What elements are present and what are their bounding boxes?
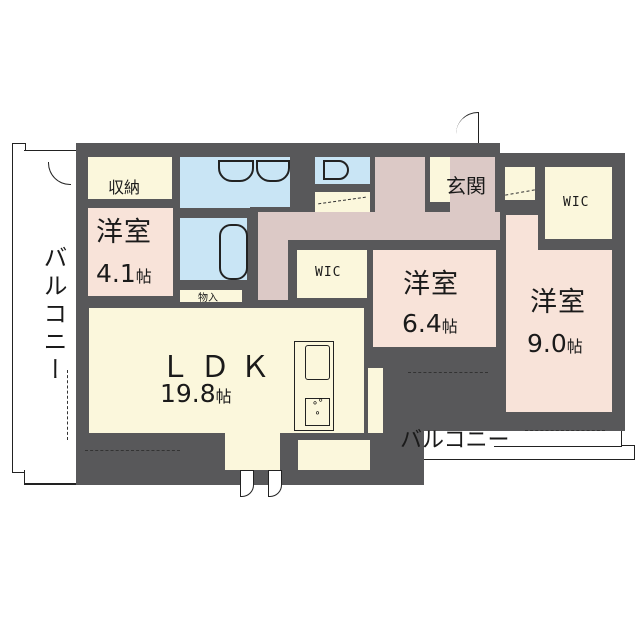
bedroom-large [506,250,612,412]
hallway-upper [375,157,425,217]
ldk-size: 19.8帖 [160,380,232,411]
closet-small-label: 物入 [198,293,218,304]
stove-icon: ∘°∘ [305,398,330,426]
washbasin-icon [218,160,254,182]
bedroom-small-label: 洋室 [96,217,152,248]
kitchen-storage [298,440,370,470]
shoe-storage [430,157,450,202]
size-unit: 帖 [566,337,583,356]
wic-right-label: WIC [563,195,590,210]
size-value: 6.4 [402,309,442,338]
kitchen-side [368,368,383,433]
ldk-door[interactable] [240,470,254,497]
sliding-window [85,450,180,451]
closet-small [180,290,242,302]
wic-right [545,167,612,239]
sink-icon [305,345,330,380]
bedroom-small [88,208,173,296]
kitchen-counter [294,341,334,431]
size-value: 19.8 [160,379,216,408]
balcony-bottom-label: バルコニー [400,428,510,453]
bedroom-large-size: 9.0帖 [527,330,583,361]
wic-center [297,250,367,298]
entrance-storage [505,167,535,200]
wic-center-label: WIC [315,265,342,280]
entrance-room [450,157,495,212]
toilet-icon [323,160,349,180]
entrance-label: 玄関 [446,174,486,198]
balcony-left-label: バルコニー [39,245,67,385]
size-value: 9.0 [527,329,567,358]
washroom-lower [180,200,250,208]
washbasin-icon [256,160,290,182]
size-value: 4.1 [96,259,136,288]
ldk-label: ＬＤＫ [160,350,280,385]
size-unit: 帖 [441,317,458,336]
bedroom-mid-label: 洋室 [403,269,459,300]
size-unit: 帖 [135,267,152,286]
storage [88,157,172,199]
toilet-area [180,218,215,280]
bedroom-large-top [506,215,538,255]
bedroom-small-size: 4.1帖 [96,260,152,291]
bedroom-mid-size: 6.4帖 [402,310,458,341]
hallway-left [258,212,288,300]
bedroom-mid [373,250,496,347]
size-unit: 帖 [215,387,232,406]
bathtub-icon [219,224,248,280]
ldk-lower [225,433,280,470]
sliding-window [408,372,488,373]
entrance-door[interactable] [456,112,479,143]
bedroom-large-label: 洋室 [530,287,586,318]
storage-label: 収納 [108,178,141,197]
balcony-left-area [24,150,84,485]
toilet-storage [315,192,370,212]
ldk-door[interactable] [268,470,282,497]
sliding-window [525,430,605,431]
